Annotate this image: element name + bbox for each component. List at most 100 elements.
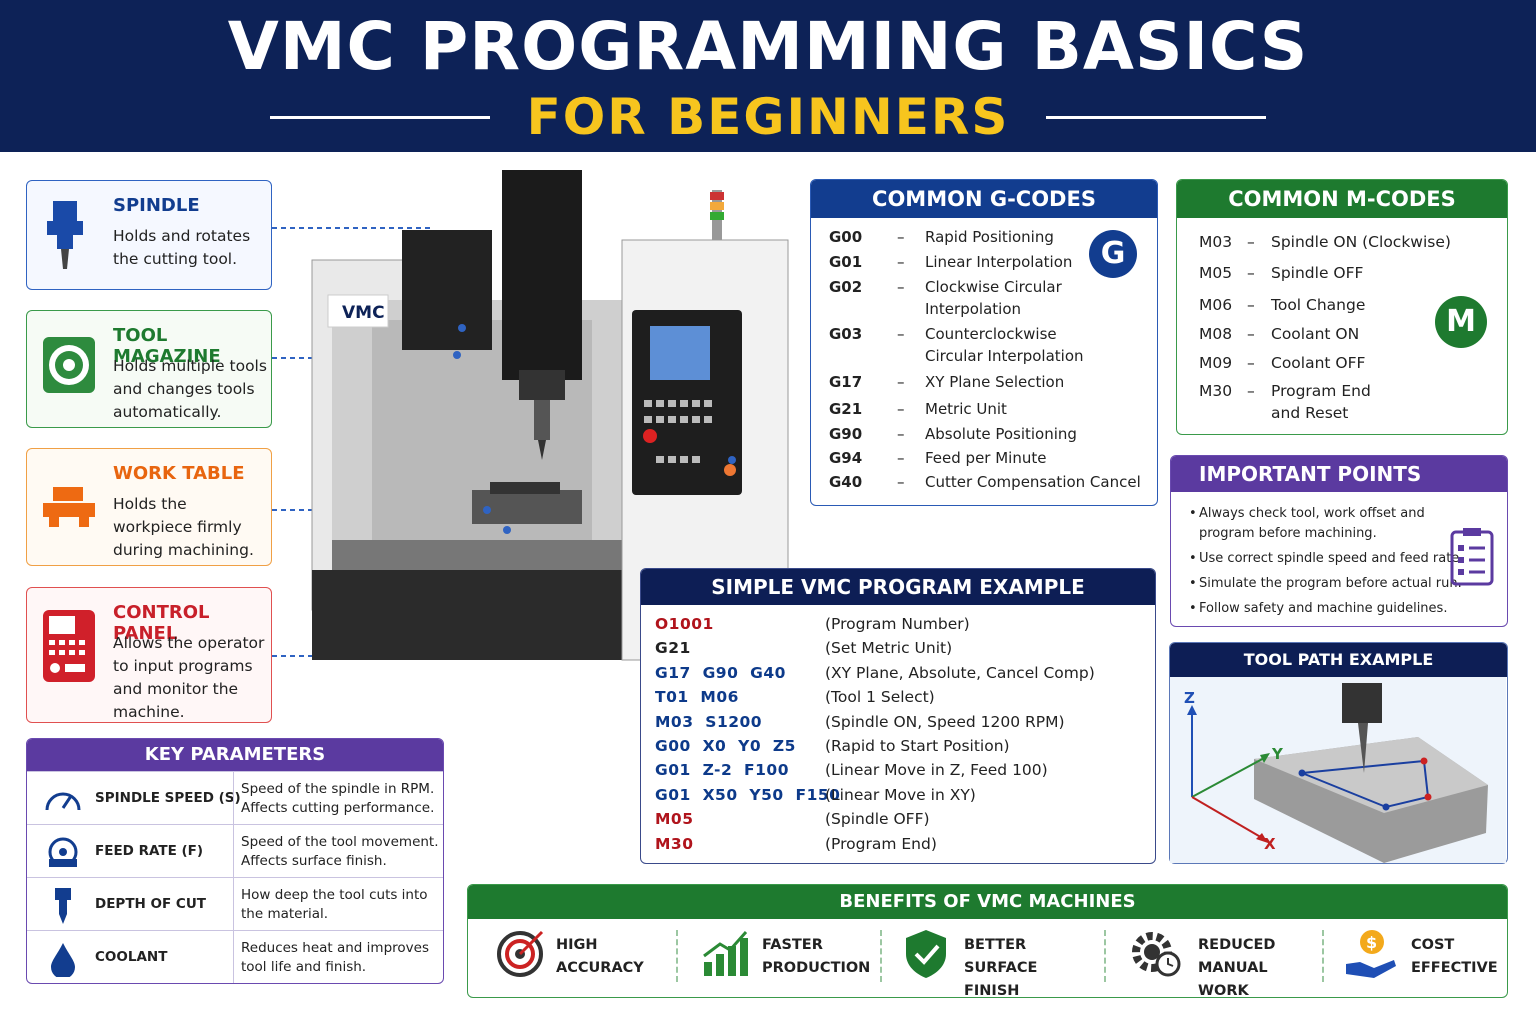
program-comment: (Linear Move in XY) — [825, 785, 976, 804]
water-drop-icon — [51, 943, 75, 977]
end-mill-icon — [55, 888, 71, 924]
gcode-code: G02 — [829, 278, 863, 296]
program-comment: (Tool 1 Select) — [825, 688, 935, 707]
parameter-desc: Reduces heat and improves tool life and … — [241, 940, 429, 975]
parameter-row: DEPTH OF CUT How deep the tool cuts into… — [27, 877, 443, 930]
program-code: T01 M06 — [655, 688, 739, 707]
svg-text:$: $ — [1366, 933, 1377, 952]
benefits-title: BENEFITS OF VMC MACHINES — [468, 885, 1507, 919]
divider — [233, 931, 234, 983]
gcode-desc: XY Plane Selection — [925, 373, 1065, 391]
program-title: SIMPLE VMC PROGRAM EXAMPLE — [641, 569, 1155, 605]
program-code: M05 — [655, 810, 694, 829]
mcode-desc: Coolant OFF — [1271, 354, 1366, 372]
mcode-desc: Program End — [1271, 382, 1371, 400]
gcode-code: G01 — [829, 253, 863, 271]
program-line: T01 M06 (Tool 1 Select) — [655, 688, 1145, 710]
mcode-desc-cont: and Reset — [1271, 404, 1349, 422]
gcode-code: G00 — [829, 228, 863, 246]
axis-z-label: Z — [1184, 689, 1195, 707]
page-title: VMC PROGRAMMING BASICS — [227, 8, 1309, 85]
program-line: M05(Spindle OFF) — [655, 810, 1145, 832]
gcodes-title: COMMON G-CODES — [811, 180, 1157, 218]
parameter-desc: Speed of the tool movement. Affects surf… — [241, 834, 439, 869]
divider — [676, 930, 678, 982]
parameter-desc: How deep the tool cuts into the material… — [241, 887, 428, 922]
dash: – — [897, 373, 905, 391]
speedometer-icon — [45, 792, 81, 811]
gcode-row: G17–XY Plane Selection — [829, 373, 1149, 417]
target-icon — [497, 930, 544, 977]
divider — [1104, 930, 1106, 982]
program-code: G01 Z-2 F100 — [655, 761, 790, 780]
gcode-code: G90 — [829, 425, 863, 443]
page-subtitle: FOR BEGINNERS — [526, 88, 1010, 146]
gear-clock-icon — [1132, 932, 1181, 977]
feed-gauge-icon — [48, 837, 78, 867]
mcode-code: M06 — [1199, 296, 1233, 314]
parameter-label: DEPTH OF CUT — [95, 896, 207, 912]
important-title: IMPORTANT POINTS — [1171, 456, 1507, 492]
program-line: G00 X0 Y0 Z5(Rapid to Start Position) — [655, 737, 1145, 759]
component-tool-magazine: TOOL MAGAZINE Holds multiple tools and c… — [26, 310, 272, 428]
gcode-desc-cont: Circular Interpolation — [925, 347, 1084, 365]
dash: – — [1247, 325, 1255, 343]
important-points-panel: IMPORTANT POINTS Always check tool, work… — [1170, 455, 1508, 627]
parameter-desc: Speed of the spindle in RPM. Affects cut… — [241, 781, 435, 816]
toolpath-diagram: Z Y X — [1170, 677, 1506, 863]
mcode-desc: Coolant ON — [1271, 325, 1360, 343]
component-title: WORK TABLE — [113, 463, 245, 484]
program-line: O1001(Program Number) — [655, 615, 1145, 637]
dash: – — [897, 278, 905, 296]
g-badge-icon: G — [1089, 230, 1137, 278]
component-desc: Holds the workpiece firmly during machin… — [113, 495, 254, 559]
program-panel: SIMPLE VMC PROGRAM EXAMPLE O1001(Program… — [640, 568, 1156, 864]
mcode-row: M09–Coolant OFF — [1199, 354, 1489, 398]
mcodes-panel: COMMON M-CODES M M03–Spindle ON (Clockwi… — [1176, 179, 1508, 435]
machine-label: VMC — [342, 303, 385, 323]
mcode-code: M09 — [1199, 354, 1233, 372]
parameter-label: SPINDLE SPEED (S) — [95, 790, 241, 806]
mcode-code: M30 — [1199, 382, 1233, 400]
dash: – — [897, 325, 905, 343]
program-code: G01 X50 Y50 F150 — [655, 785, 841, 804]
gcode-code: G40 — [829, 473, 863, 491]
gcode-desc: Feed per Minute — [925, 449, 1047, 467]
mcode-desc: Spindle OFF — [1271, 264, 1364, 282]
gcode-code: G94 — [829, 449, 863, 467]
important-item: Always check tool, work offset and — [1189, 506, 1425, 521]
component-spindle: SPINDLE Holds and rotates the cutting to… — [26, 180, 272, 290]
mcode-row: M06–Tool Change — [1199, 296, 1489, 340]
parameter-label: FEED RATE (F) — [95, 843, 204, 859]
mcode-code: M05 — [1199, 264, 1233, 282]
mcode-row: M08–Coolant ON — [1199, 325, 1489, 369]
tool-magazine-icon — [43, 337, 95, 393]
gcode-desc: Clockwise Circular — [925, 278, 1062, 296]
axis-x-label: X — [1264, 835, 1276, 853]
mcodes-title: COMMON M-CODES — [1177, 180, 1507, 218]
important-item: Use correct spindle speed and feed rate. — [1189, 551, 1463, 566]
mcode-desc: Spindle ON (Clockwise) — [1271, 233, 1451, 251]
program-code: M30 — [655, 834, 694, 853]
mcode-code: M08 — [1199, 325, 1233, 343]
important-item: Simulate the program before actual run. — [1189, 576, 1462, 591]
program-code: G00 X0 Y0 Z5 — [655, 737, 796, 755]
mcode-row: M05–Spindle OFF — [1199, 264, 1489, 308]
toolpath-title: TOOL PATH EXAMPLE — [1170, 643, 1507, 677]
component-desc: Holds and rotates the cutting tool. — [113, 227, 251, 268]
program-comment: (XY Plane, Absolute, Cancel Comp) — [825, 663, 1095, 682]
important-item: Follow safety and machine guidelines. — [1189, 601, 1447, 616]
gcode-desc-cont: Interpolation — [925, 300, 1021, 318]
divider — [233, 878, 234, 930]
program-line: G17 G90 G40(XY Plane, Absolute, Cancel C… — [655, 664, 1145, 686]
